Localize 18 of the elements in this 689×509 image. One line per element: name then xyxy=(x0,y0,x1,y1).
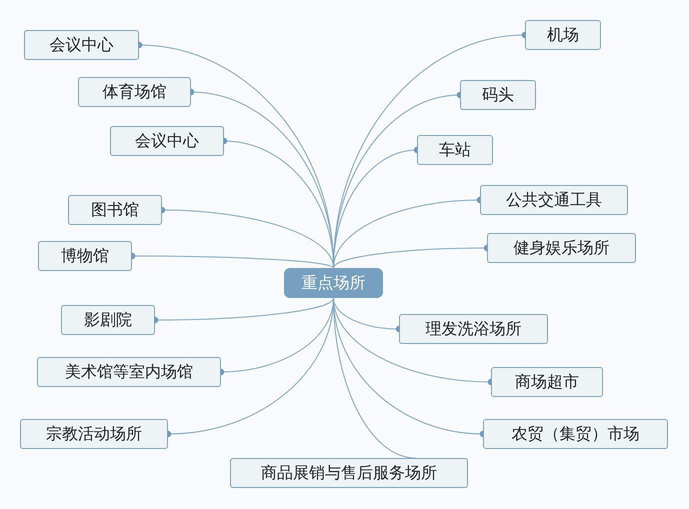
topic-box: 商场超市 xyxy=(491,367,603,397)
topic-box: 图书馆 xyxy=(68,195,162,225)
topic-box: 商品展销与售后服务场所 xyxy=(230,458,468,488)
topic-box: 机场 xyxy=(525,20,601,50)
topic-box: 会议中心 xyxy=(24,30,139,60)
topic-box: 宗教活动场所 xyxy=(20,419,168,449)
topic-box: 理发洗浴场所 xyxy=(399,314,548,344)
topic-box: 影剧院 xyxy=(61,305,155,335)
topic-box: 健身娱乐场所 xyxy=(487,233,636,263)
topic-box: 会议中心 xyxy=(110,126,224,156)
central-topic-box: 重点场所 xyxy=(284,268,383,298)
topic-box: 博物馆 xyxy=(38,241,132,271)
topic-box: 公共交通工具 xyxy=(480,185,628,215)
topic-box: 美术馆等室内场馆 xyxy=(37,357,221,387)
topic-box: 码头 xyxy=(460,80,536,110)
topic-box: 体育场馆 xyxy=(78,77,191,107)
topic-box: 车站 xyxy=(417,135,493,165)
topic-box: 农贸（集贸）市场 xyxy=(483,419,668,449)
